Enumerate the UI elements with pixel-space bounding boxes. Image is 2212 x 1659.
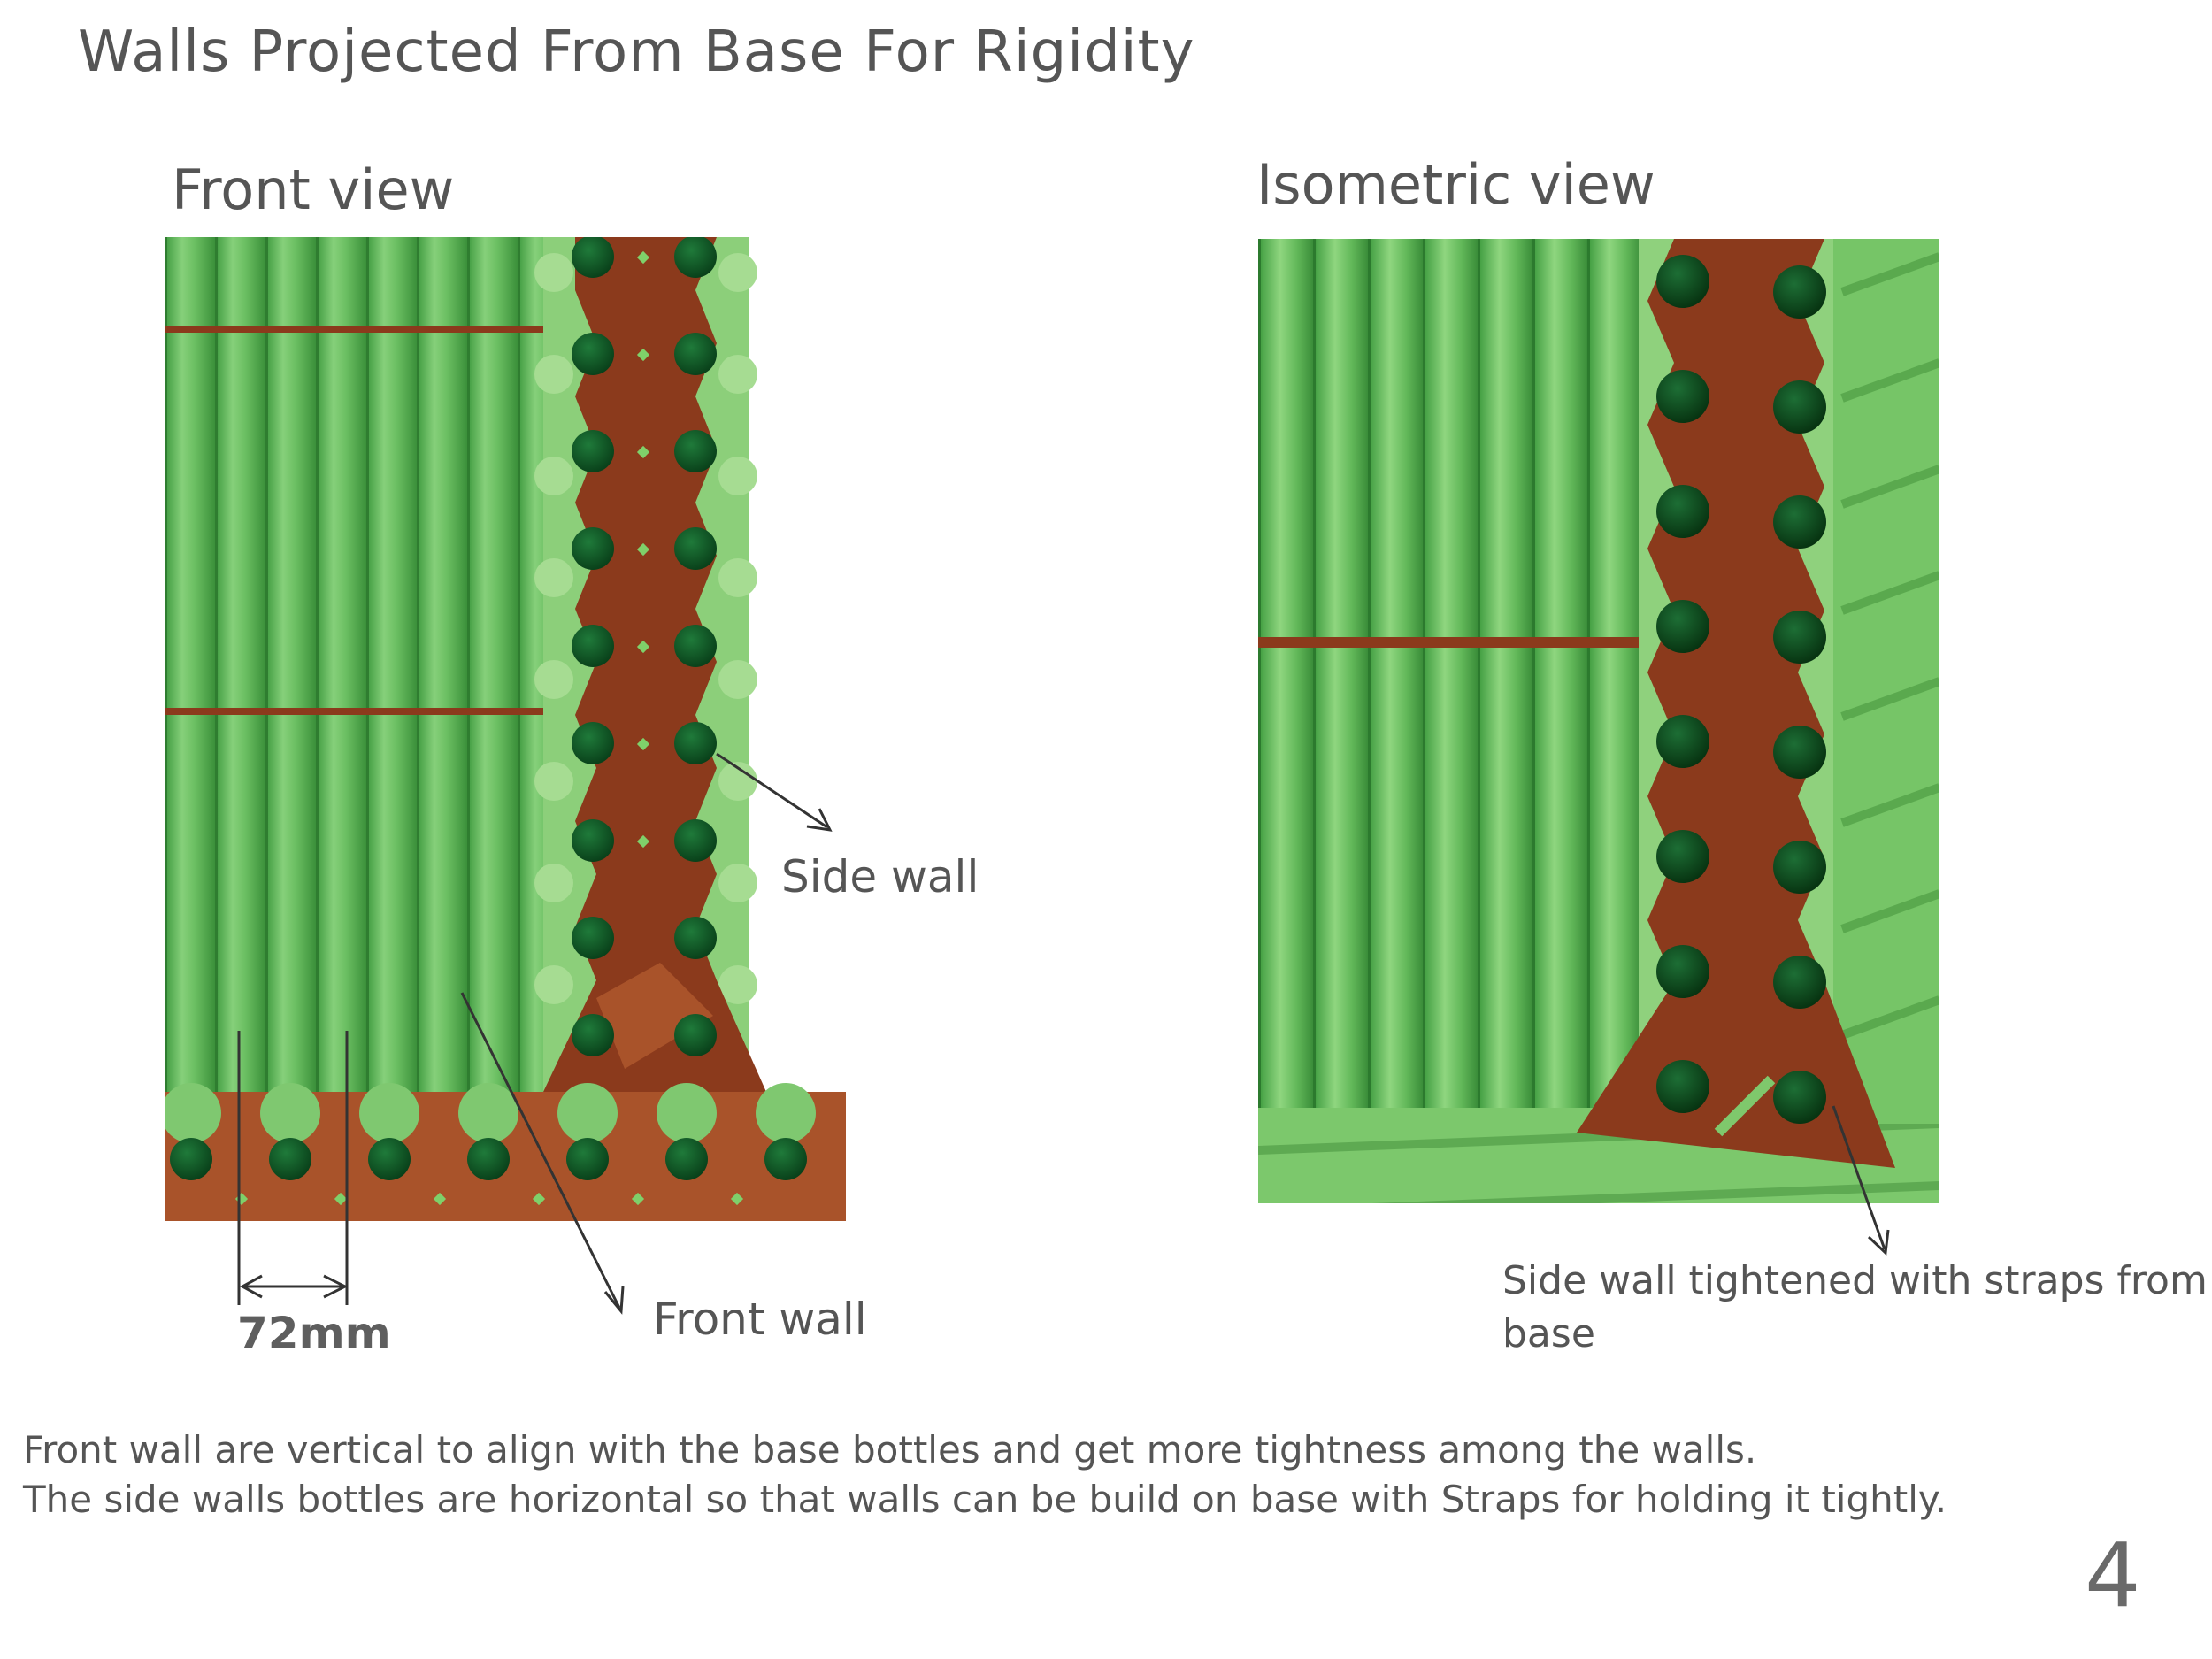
front-view-illustration bbox=[165, 237, 846, 1221]
front-view-title: Front view bbox=[172, 157, 455, 222]
isometric-view-title: Isometric view bbox=[1256, 152, 1655, 217]
front-wall-label: Front wall bbox=[653, 1294, 867, 1345]
dimension-label: 72mm bbox=[237, 1308, 391, 1359]
strap-label: Side wall tightened with straps from bas… bbox=[1502, 1258, 2208, 1356]
side-wall-label: Side wall bbox=[781, 851, 979, 902]
description-line-2: The side walls bottles are horizontal so… bbox=[23, 1478, 1947, 1521]
description-line-1: Front wall are vertical to align with th… bbox=[23, 1428, 1757, 1471]
page-title: Walls Projected From Base For Rigidity bbox=[78, 19, 1195, 85]
page-number: 4 bbox=[2085, 1524, 2141, 1627]
isometric-view-illustration bbox=[1258, 239, 1939, 1203]
